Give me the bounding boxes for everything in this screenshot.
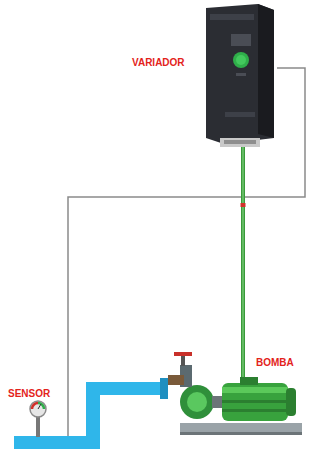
cable-marker bbox=[241, 203, 246, 207]
sensor-symbol bbox=[30, 401, 46, 437]
power-cable-highlight bbox=[242, 146, 243, 382]
part-label: VARIADOR bbox=[132, 57, 185, 69]
part-label: SENSOR bbox=[8, 388, 50, 400]
part-label: BOMBA bbox=[256, 357, 294, 369]
power-cable bbox=[241, 146, 245, 382]
pump-symbol bbox=[168, 352, 302, 435]
drive-symbol bbox=[206, 4, 274, 147]
